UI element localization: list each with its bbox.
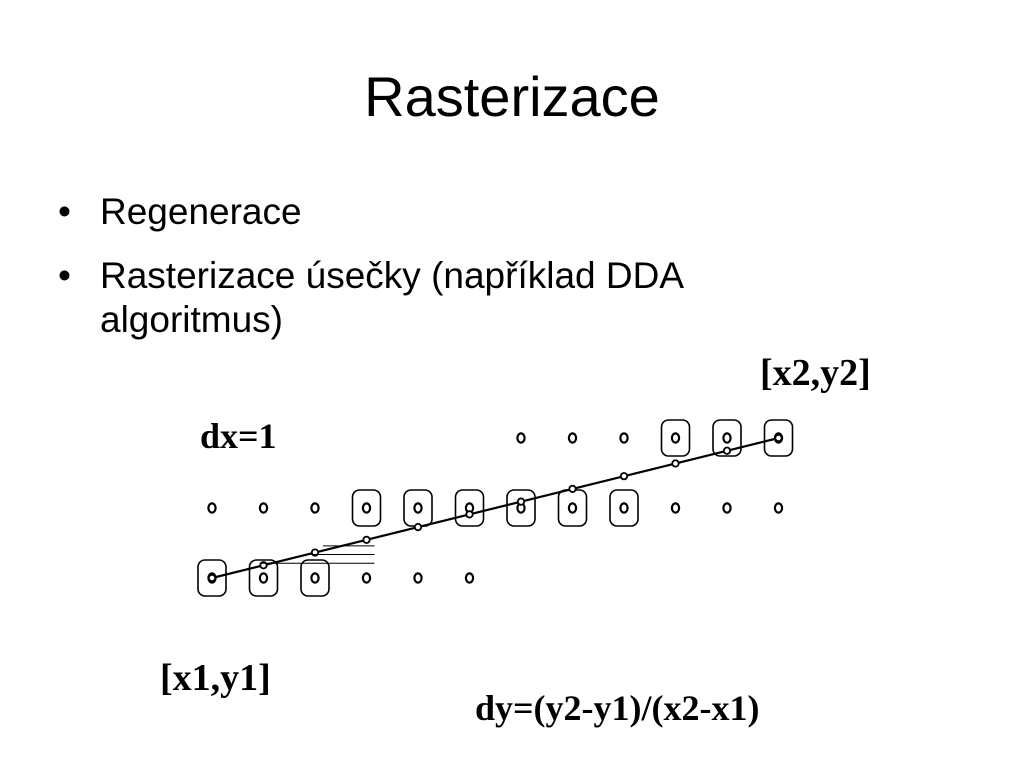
rasterized-line — [211, 436, 779, 580]
highlighted-pixel-box — [351, 489, 382, 527]
bullet-dot-icon: • — [58, 255, 71, 296]
pixel-dot — [567, 432, 578, 444]
bullet-item: • Regenerace — [58, 190, 858, 234]
highlighted-pixel-box — [609, 489, 639, 527]
pixel-dot — [464, 572, 475, 584]
pixel-dot — [567, 502, 578, 514]
pixel-dot — [516, 432, 526, 444]
pixel-dot — [207, 502, 217, 514]
bullet-item: • Rasterizace úsečky (například DDA algo… — [58, 254, 858, 342]
line-sample-point — [722, 446, 732, 455]
end-point-label: [x2,y2] — [760, 352, 871, 394]
line-sample-point — [516, 497, 526, 506]
dy-formula-label: dy=(y2-y1)/(x2-x1) — [475, 688, 759, 728]
bullet-text: Rasterizace úsečky (například DDA — [100, 255, 684, 296]
line-sample-point — [568, 484, 577, 494]
pixel-dot — [722, 502, 732, 514]
bullet-list: • Regenerace • Rasterizace úsečky (napří… — [58, 190, 858, 362]
slide-title: Rasterizace — [364, 65, 660, 128]
pixel-dot — [310, 502, 320, 514]
pixel-dot — [413, 572, 423, 584]
line-sample-point — [671, 459, 680, 468]
line-layer — [207, 433, 783, 583]
pixel-dot — [619, 432, 629, 444]
highlighted-pixel-box — [300, 559, 330, 597]
pixel-dot — [258, 572, 269, 584]
line-sample-point — [774, 433, 783, 443]
line-sample-point — [465, 510, 474, 519]
pixel-dot — [413, 502, 423, 514]
highlighted-pixel-box — [712, 419, 742, 457]
pixel-dot — [670, 502, 681, 514]
pixel-dot — [310, 572, 320, 584]
line-sample-point — [413, 522, 423, 532]
pixel-dot — [619, 502, 629, 514]
diagram-background — [140, 340, 890, 750]
pixel-dot — [670, 432, 681, 444]
highlighted-pixel-box — [197, 559, 227, 597]
dx-label: dx=1 — [200, 416, 277, 456]
pixel-dot — [773, 502, 784, 514]
highlighted-pixel-box — [506, 489, 536, 527]
pixel-dot — [361, 502, 372, 514]
pixel-dot — [361, 572, 372, 584]
line-sample-point — [619, 472, 629, 481]
start-point-label: [x1,y1] — [160, 657, 271, 699]
line-sample-point — [207, 573, 217, 583]
bullet-dot-icon: • — [58, 191, 71, 232]
line-sample-point — [362, 535, 371, 544]
bullet-text: Regenerace — [100, 191, 302, 232]
bullet-text-continuation: algoritmus) — [100, 299, 283, 340]
dda-diagram: dx=1 [x2,y2] [x1,y1] dy=(y2-y1)/(x2-x1) — [140, 340, 890, 750]
highlighted-pixel-box — [763, 419, 794, 457]
pixel-dot — [722, 432, 732, 444]
highlighted-pixel-box — [660, 419, 691, 457]
highlighted-pixel-box — [248, 559, 279, 597]
highlighted-pixel-box — [454, 489, 485, 527]
pixel-dot — [258, 502, 269, 514]
